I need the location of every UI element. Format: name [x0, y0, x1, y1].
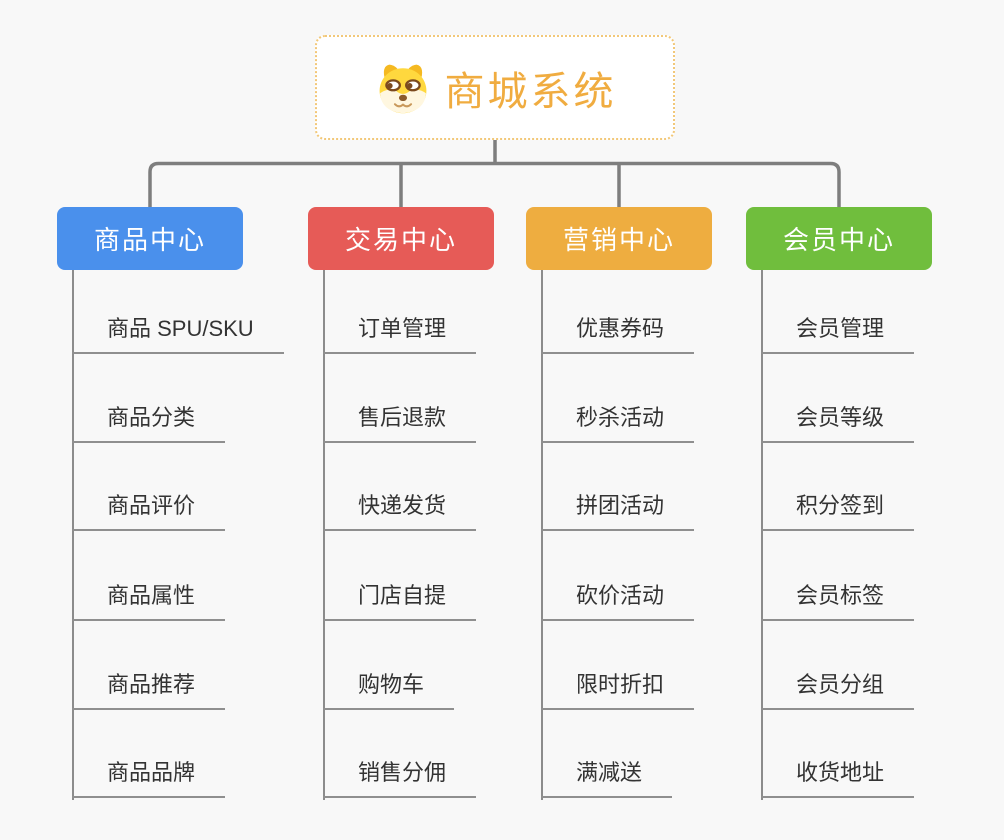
branch-child-line — [761, 270, 763, 800]
topic-item[interactable]: 秒杀活动 — [541, 403, 695, 443]
topic-item[interactable]: 销售分佣 — [323, 758, 477, 798]
topic-item[interactable]: 会员分组 — [761, 670, 915, 710]
branch-child-line — [541, 270, 543, 800]
topic-item[interactable]: 商品属性 — [72, 581, 226, 621]
topic-item[interactable]: 商品品牌 — [72, 758, 226, 798]
root-title: 商城系统 — [444, 69, 617, 114]
branch-node-product-center[interactable]: 商品中心 — [57, 207, 243, 270]
branch-node-member-center[interactable]: 会员中心 — [746, 207, 932, 270]
branch-child-line — [323, 270, 325, 800]
branch-column-trade-center: 交易中心 订单管理 售后退款 快递发货 门店自提 购物车 销售分佣 — [308, 207, 558, 807]
branch-node-trade-center[interactable]: 交易中心 — [308, 207, 494, 270]
doge-icon — [374, 61, 432, 115]
topic-item[interactable]: 优惠券码 — [541, 314, 695, 354]
topic-item[interactable]: 快递发货 — [323, 491, 477, 531]
topic-item[interactable]: 积分签到 — [761, 491, 915, 531]
topic-item[interactable]: 商品评价 — [72, 491, 226, 531]
branch-column-marketing-center: 营销中心 优惠券码 秒杀活动 拼团活动 砍价活动 限时折扣 满减送 — [526, 207, 776, 807]
topic-item[interactable]: 门店自提 — [323, 581, 477, 621]
topic-item[interactable]: 订单管理 — [323, 314, 477, 354]
topic-item[interactable]: 购物车 — [323, 670, 455, 710]
topic-item[interactable]: 收货地址 — [761, 758, 915, 798]
topic-item[interactable]: 会员标签 — [761, 581, 915, 621]
branch-node-marketing-center[interactable]: 营销中心 — [526, 207, 712, 270]
topic-item[interactable]: 售后退款 — [323, 403, 477, 443]
root-node[interactable]: 商城系统 — [315, 35, 675, 140]
topic-item[interactable]: 商品 SPU/SKU — [72, 314, 284, 354]
topic-item[interactable]: 满减送 — [541, 758, 673, 798]
topic-item[interactable]: 商品推荐 — [72, 670, 226, 710]
branch-child-line — [72, 270, 74, 800]
topic-item[interactable]: 砍价活动 — [541, 581, 695, 621]
topic-item[interactable]: 拼团活动 — [541, 491, 695, 531]
topic-item[interactable]: 会员管理 — [761, 314, 915, 354]
branch-column-member-center: 会员中心 会员管理 会员等级 积分签到 会员标签 会员分组 收货地址 — [746, 207, 996, 807]
branch-column-product-center: 商品中心 商品 SPU/SKU 商品分类 商品评价 商品属性 商品推荐 商品品牌 — [57, 207, 307, 807]
topic-item[interactable]: 商品分类 — [72, 403, 226, 443]
topic-item[interactable]: 会员等级 — [761, 403, 915, 443]
topic-item[interactable]: 限时折扣 — [541, 670, 695, 710]
